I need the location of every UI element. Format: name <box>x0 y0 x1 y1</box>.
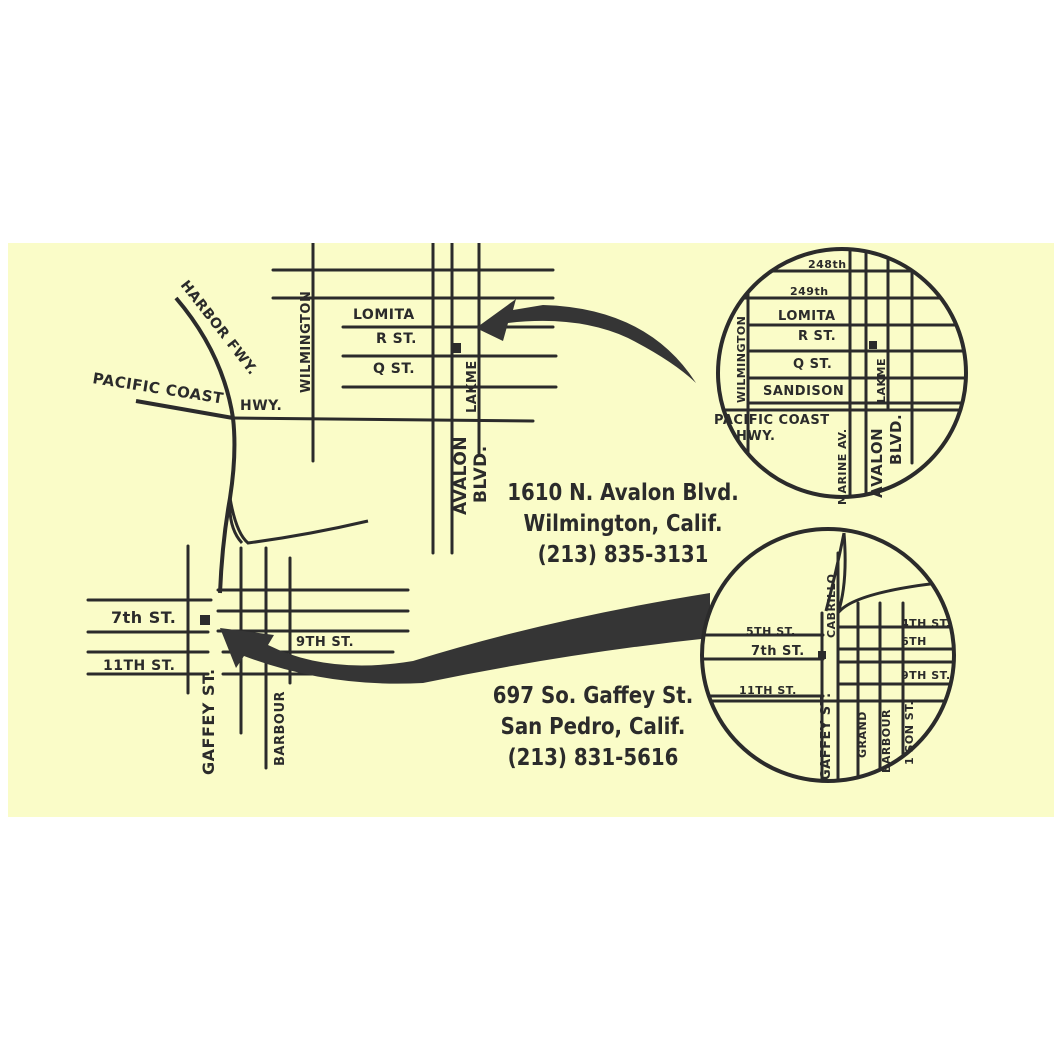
label-r-st: R ST. <box>376 331 417 347</box>
inset-label-wilson-st: 1 SON ST. <box>903 701 916 765</box>
label-wilmington: WILMINGTON <box>299 291 314 393</box>
inset-label-marine-av: MARINE AV. <box>836 428 849 505</box>
inset-label-avalon: AVALON <box>868 428 886 498</box>
inset-south-ring <box>700 527 956 783</box>
inset-label-5th-st: 5TH ST. <box>746 625 796 638</box>
inset-label-cabrillo: CABRILLO <box>825 573 838 638</box>
inset-label-r-st: R ST. <box>798 329 836 344</box>
arrow-north <box>476 299 696 383</box>
label-avalon: AVALON <box>451 436 471 515</box>
gaffey-location-marker <box>200 615 210 625</box>
harbor-fwy-ramp <box>228 497 369 545</box>
inset-label-11th-st: 11TH ST. <box>739 684 797 697</box>
label-gaffey-st: GAFFEY ST. <box>199 668 218 775</box>
inset-label-pacific-coast: PACIFIC COAST <box>714 413 830 428</box>
label-pacific-coast: PACIFIC COAST <box>91 369 225 408</box>
san-pedro-street: 697 So. Gaffey St. <box>492 683 694 709</box>
inset-label-7th-st: 7th ST. <box>751 644 805 659</box>
inset-label-hwy: HWY. <box>736 429 775 444</box>
avalon-location-marker <box>451 343 461 353</box>
wilmington-street: 1610 N. Avalon Blvd. <box>507 480 739 506</box>
north-street-grid <box>231 243 558 555</box>
inset-map-south: CABRILLO 5TH ST. 4TH ST. 6TH 7th ST. 9TH… <box>700 527 956 783</box>
business-card: HARBOR FWY. PACIFIC COAST HWY. WILMINGTO… <box>8 243 1054 817</box>
address-block-wilmington: 1610 N. Avalon Blvd. Wilmington, Calif. … <box>498 478 747 571</box>
arrow-south <box>220 593 710 684</box>
inset-label-lakme: LAKME <box>875 358 888 403</box>
san-pedro-phone: (213) 831-5616 <box>507 745 679 771</box>
label-11th-st: 11TH ST. <box>103 658 175 674</box>
wilmington-city: Wilmington, Calif. <box>523 511 723 537</box>
inset-label-q-st: Q ST. <box>793 357 832 372</box>
label-9th-st: 9TH ST. <box>296 635 354 650</box>
map-graphic: HARBOR FWY. PACIFIC COAST HWY. WILMINGTO… <box>86 243 968 783</box>
label-hwy: HWY. <box>240 398 282 414</box>
inset-label-9th-st: 9TH ST. <box>901 669 951 682</box>
label-lakme: LAKME <box>465 360 480 413</box>
inset-label-barbour: BARBOUR <box>880 709 893 773</box>
inset-label-4th-st: 4TH ST. <box>901 617 951 630</box>
san-pedro-city: San Pedro, Calif. <box>500 714 686 740</box>
inset-label-blvd: BLVD. <box>887 414 905 465</box>
inset-map-north: 248th 249th WILMINGTON LOMITA R ST. Q ST… <box>714 247 968 505</box>
inset-label-249th: 249th <box>790 285 829 298</box>
wilmington-phone: (213) 835-3131 <box>537 542 709 568</box>
label-blvd: BLVD. <box>471 445 491 503</box>
address-block-san-pedro: 697 So. Gaffey St. San Pedro, Calif. (21… <box>468 681 717 774</box>
label-barbour: BARBOUR <box>273 691 288 766</box>
large-map-north: HARBOR FWY. PACIFIC COAST HWY. WILMINGTO… <box>91 243 558 594</box>
inset-label-gaffey-st: GAFFEY ST. <box>819 692 834 780</box>
inset-label-wilmington: WILMINGTON <box>735 316 748 403</box>
inset-label-lomita: LOMITA <box>778 309 836 324</box>
harbor-fwy-split <box>228 497 244 545</box>
inset-north-ring <box>716 247 968 499</box>
inset-label-grand: GRAND <box>856 711 869 758</box>
label-q-st: Q ST. <box>373 361 415 377</box>
pacific-coast-hwy-west <box>135 399 234 420</box>
inset-south-marker <box>818 651 826 659</box>
inset-label-248th: 248th <box>808 258 847 271</box>
label-lomita: LOMITA <box>353 307 415 323</box>
label-7th-st: 7th ST. <box>111 608 176 627</box>
inset-north-marker <box>869 341 877 349</box>
inset-label-sandison: SANDISON <box>763 384 844 399</box>
harbor-fwy-line <box>174 296 237 594</box>
inset-label-6th: 6TH <box>901 635 927 648</box>
